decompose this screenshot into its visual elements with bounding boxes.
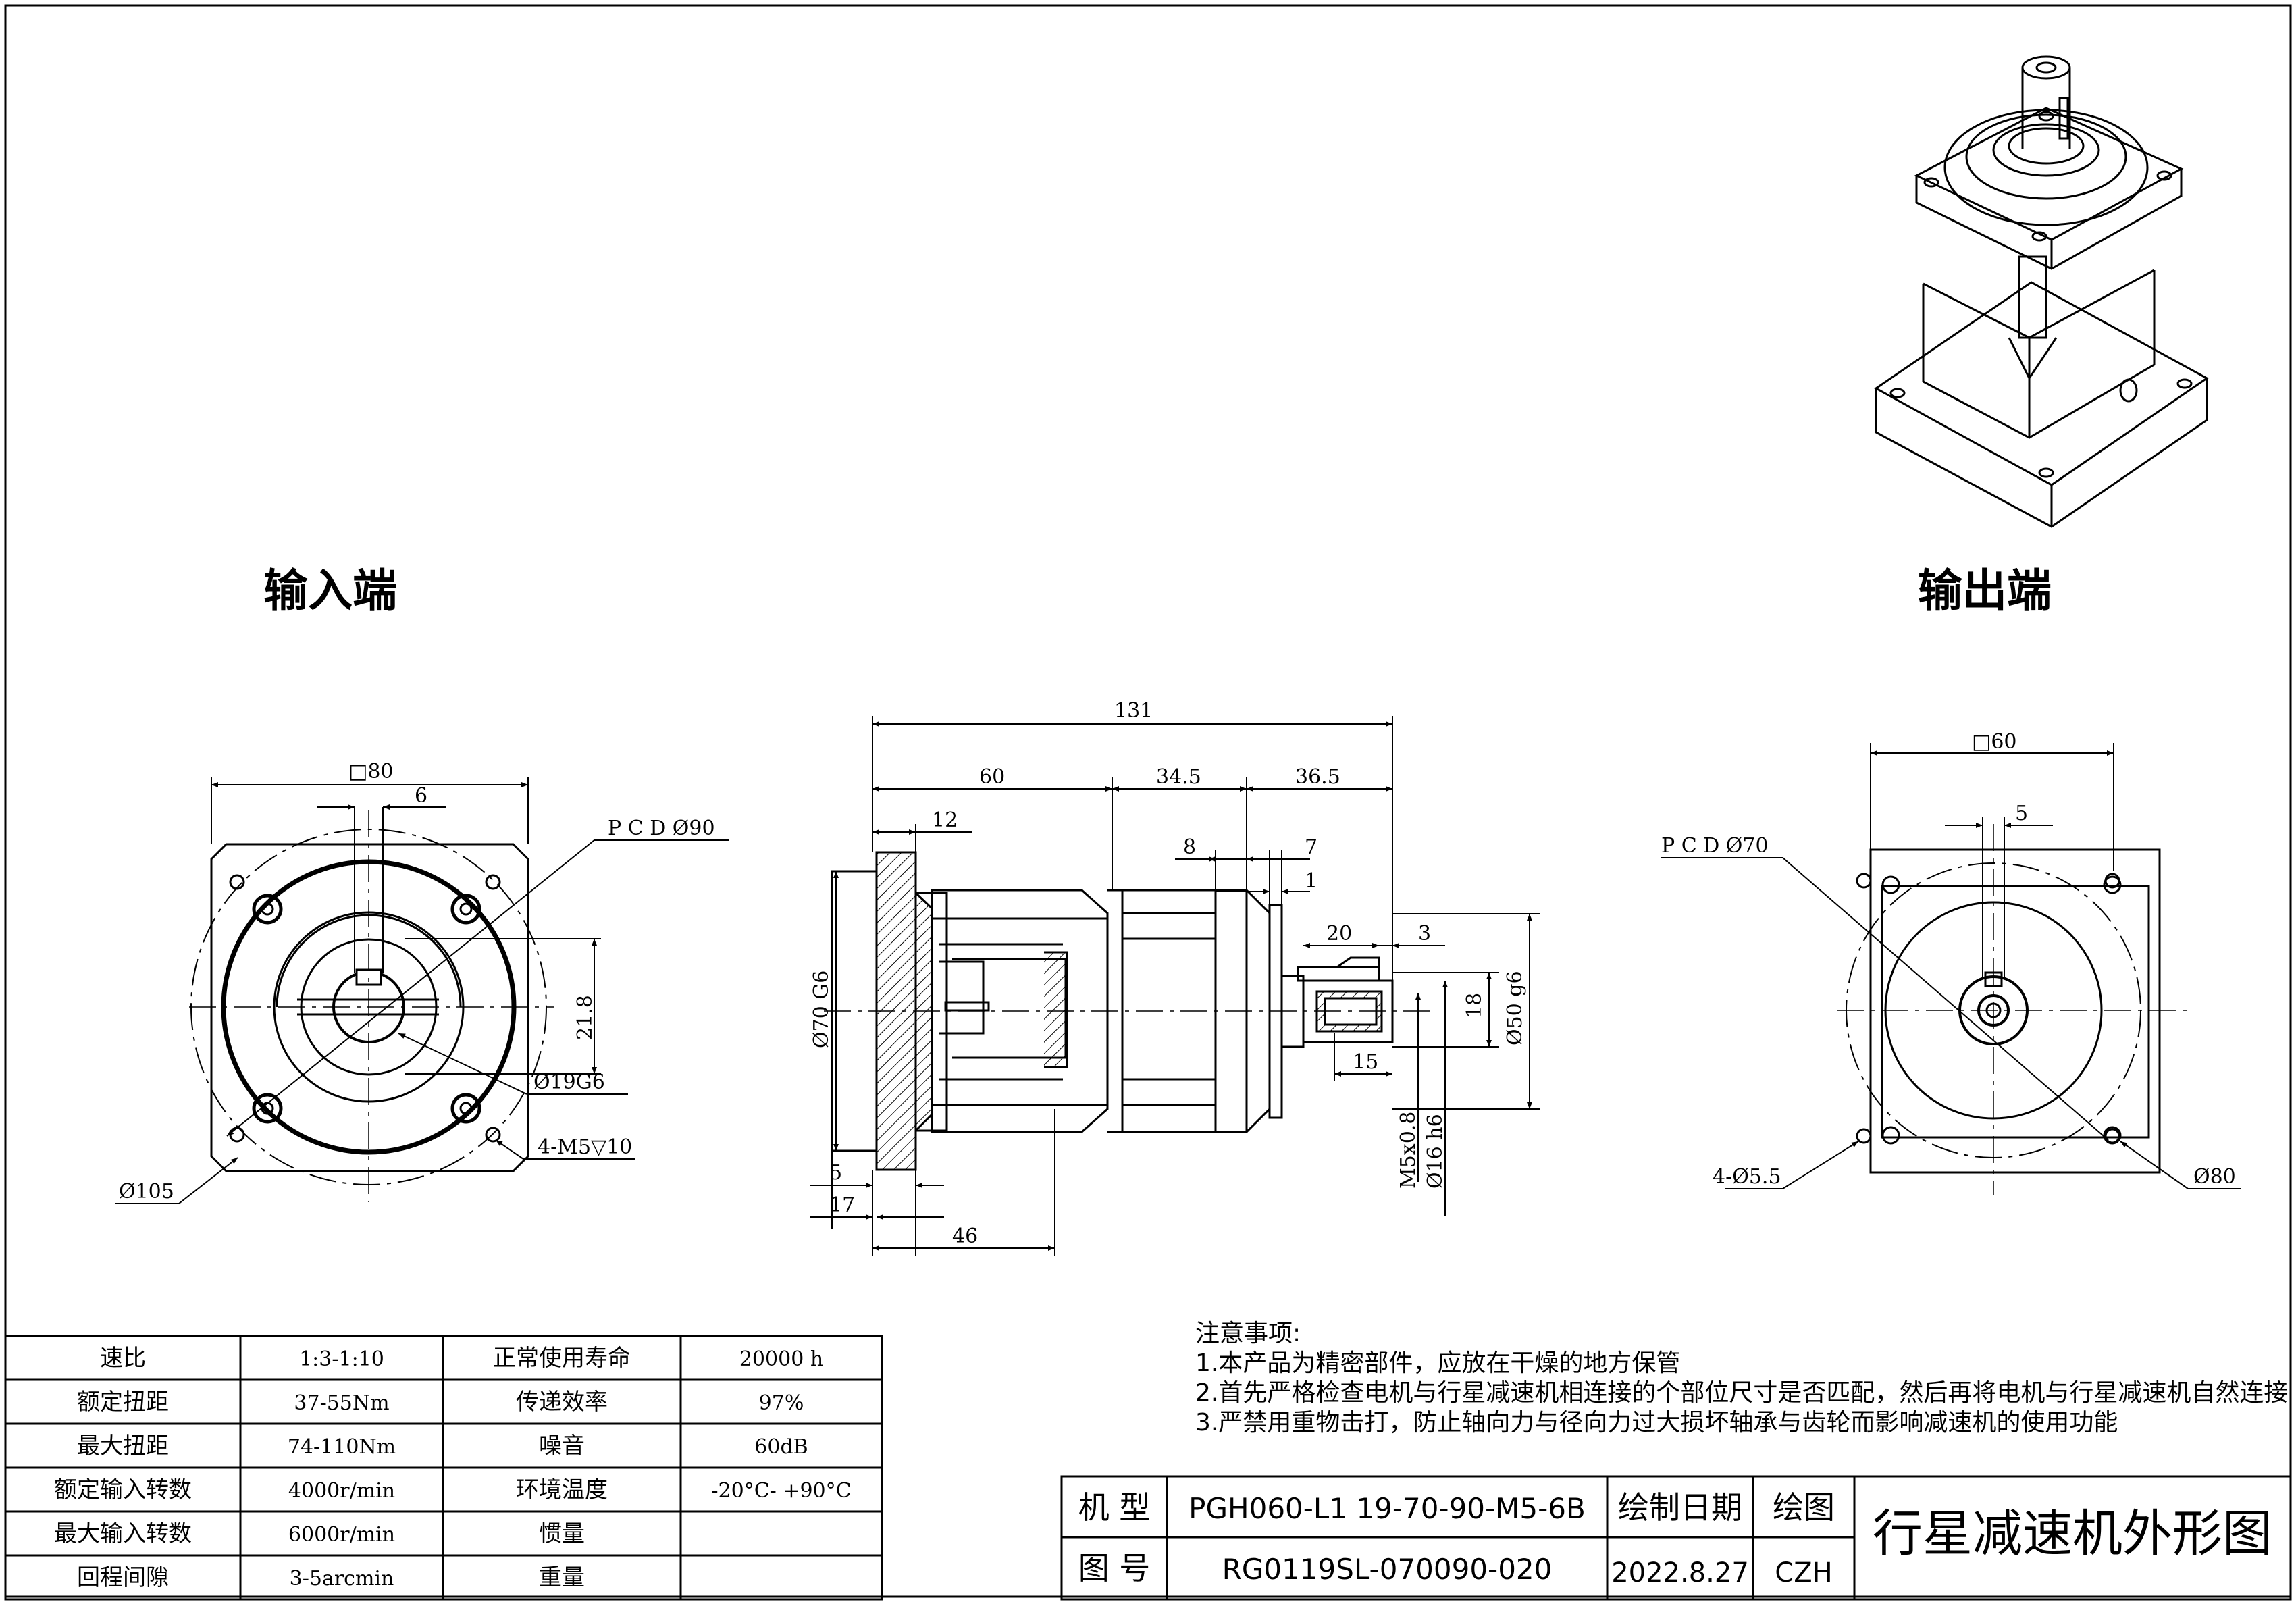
spec-value-max-speed: 6000r/min bbox=[288, 1523, 395, 1547]
spec-value-noise: 60dB bbox=[754, 1435, 808, 1459]
input-dimensions bbox=[115, 777, 729, 1204]
input-square-dim: □80 bbox=[348, 760, 394, 783]
spec-value-efficiency: 97% bbox=[759, 1391, 804, 1415]
sheet-border bbox=[4, 4, 2292, 1598]
title-block bbox=[1060, 1475, 2292, 1601]
spec-value-life: 20000 h bbox=[739, 1347, 823, 1371]
dim-70g6: Ø70 G6 bbox=[810, 971, 833, 1048]
length-60-dim: 60 bbox=[979, 765, 1005, 789]
total-length-dim: 131 bbox=[1114, 699, 1153, 723]
dim-7: 7 bbox=[1305, 835, 1317, 859]
spec-label-rated-speed: 额定输入转数 bbox=[54, 1476, 192, 1503]
flange-12-dim: 12 bbox=[932, 808, 958, 832]
spec-label-ratio: 速比 bbox=[100, 1345, 146, 1372]
dim-3: 3 bbox=[1418, 922, 1431, 946]
dim-15: 15 bbox=[1353, 1050, 1378, 1074]
output-keyway-dim: 5 bbox=[2015, 802, 2028, 825]
dim-m5: M5x0.8 bbox=[1397, 1112, 1420, 1189]
output-dimensions bbox=[1661, 743, 2241, 1189]
output-outer-dia-dim: Ø80 bbox=[2193, 1165, 2236, 1189]
model-value: PGH060-L1 19-70-90-M5-6B bbox=[1189, 1492, 1586, 1525]
spec-label-backlash: 回程间隙 bbox=[77, 1564, 169, 1591]
spec-value-rated-speed: 4000r/min bbox=[288, 1479, 395, 1503]
drafter-value: CZH bbox=[1775, 1557, 1832, 1588]
output-pcd-dim: P C D Ø70 bbox=[1661, 834, 1769, 858]
spec-label-max-torque: 最大扭距 bbox=[77, 1432, 169, 1459]
drawing-number-value: RG0119SL-070090-020 bbox=[1222, 1553, 1553, 1586]
note-2: 2.首先严格检查电机与行星减速机相连接的个部位尺寸是否匹配，然后再将电机与行星减… bbox=[1195, 1379, 2288, 1407]
spec-value-rated-torque: 37-55Nm bbox=[294, 1391, 389, 1415]
spec-table bbox=[4, 1335, 883, 1601]
output-side-label: 输出端 bbox=[1918, 565, 2052, 617]
drawing-number-label: 图 号 bbox=[1078, 1550, 1151, 1586]
drafter-label: 绘图 bbox=[1773, 1489, 1835, 1526]
input-pcd-dim: P C D Ø90 bbox=[608, 817, 715, 840]
spec-label-ambient-temp: 环境温度 bbox=[516, 1476, 608, 1503]
note-1: 1.本产品为精密部件，应放在干燥的地方保管 bbox=[1195, 1349, 1680, 1377]
input-screws-dim: 4-M5▽10 bbox=[538, 1135, 632, 1159]
drawing-date-value: 2022.8.27 bbox=[1611, 1557, 1749, 1588]
output-holes-dim: 4-Ø5.5 bbox=[1713, 1165, 1781, 1189]
model-label: 机 型 bbox=[1078, 1489, 1151, 1526]
notes-title: 注意事项: bbox=[1195, 1320, 1301, 1347]
input-bore-dim: Ø19G6 bbox=[533, 1070, 605, 1094]
spec-table-text: 速比 1:3-1:10 正常使用寿命 20000 h 额定扭距 37-55Nm … bbox=[54, 1345, 852, 1591]
spec-label-rated-torque: 额定扭距 bbox=[77, 1389, 169, 1416]
notes-block: 注意事项: 1.本产品为精密部件，应放在干燥的地方保管 2.首先严格检查电机与行… bbox=[1195, 1320, 2288, 1437]
dim-50g6: Ø50 g6 bbox=[1503, 971, 1527, 1045]
output-dim-text: □60 5 P C D Ø70 4-Ø5.5 Ø80 bbox=[1661, 730, 2236, 1189]
spec-label-efficiency: 传递效率 bbox=[516, 1389, 608, 1416]
spec-value-max-torque: 74-110Nm bbox=[288, 1435, 396, 1459]
dim-18: 18 bbox=[1463, 993, 1486, 1018]
length-34-5-dim: 34.5 bbox=[1156, 765, 1201, 789]
input-key-height-dim: 21.8 bbox=[573, 995, 597, 1040]
spec-value-ratio: 1:3-1:10 bbox=[299, 1347, 384, 1371]
spec-label-inertia: 惯量 bbox=[539, 1520, 585, 1547]
drawing-date-label: 绘制日期 bbox=[1618, 1489, 1742, 1526]
output-end-view bbox=[1837, 824, 2188, 1195]
title-block-text: 机 型 PGH060-L1 19-70-90-M5-6B 图 号 RG0119S… bbox=[1078, 1489, 2272, 1588]
input-dim-text: □80 6 P C D Ø90 21.8 Ø19G6 4-M5▽10 Ø105 bbox=[119, 760, 715, 1204]
output-square-dim: □60 bbox=[1972, 730, 2017, 754]
spec-value-backlash: 3-5arcmin bbox=[290, 1567, 394, 1591]
dim-1: 1 bbox=[1305, 869, 1317, 893]
spec-label-max-speed: 最大输入转数 bbox=[54, 1520, 192, 1547]
dim-5: 5 bbox=[829, 1161, 842, 1185]
side-dim-text: 131 60 34.5 36.5 12 8 7 1 20 3 15 18 Ø50… bbox=[810, 699, 1527, 1248]
spec-value-ambient-temp: -20°C- +90°C bbox=[711, 1479, 851, 1503]
side-dimensions bbox=[810, 716, 1540, 1256]
spec-label-life: 正常使用寿命 bbox=[493, 1345, 631, 1372]
drawing-title: 行星减速机外形图 bbox=[1873, 1505, 2272, 1563]
spec-label-noise: 噪音 bbox=[539, 1432, 585, 1459]
dim-8: 8 bbox=[1183, 835, 1196, 859]
input-side-label: 输入端 bbox=[263, 565, 397, 617]
input-outer-dia-dim: Ø105 bbox=[119, 1180, 174, 1204]
spec-label-weight: 重量 bbox=[539, 1564, 585, 1591]
input-end-view bbox=[189, 810, 554, 1202]
dim-46: 46 bbox=[952, 1224, 978, 1248]
isometric-view bbox=[1874, 55, 2209, 528]
note-3: 3.严禁用重物击打，防止轴向力与径向力过大损坏轴承与齿轮而影响减速机的使用功能 bbox=[1195, 1409, 2118, 1437]
dim-17: 17 bbox=[829, 1193, 855, 1217]
dim-16h6: Ø16 h6 bbox=[1424, 1114, 1447, 1189]
dim-20: 20 bbox=[1326, 922, 1352, 946]
length-36-5-dim: 36.5 bbox=[1295, 765, 1340, 789]
side-section-view bbox=[824, 851, 1432, 1171]
input-keyway-dim: 6 bbox=[415, 784, 427, 808]
